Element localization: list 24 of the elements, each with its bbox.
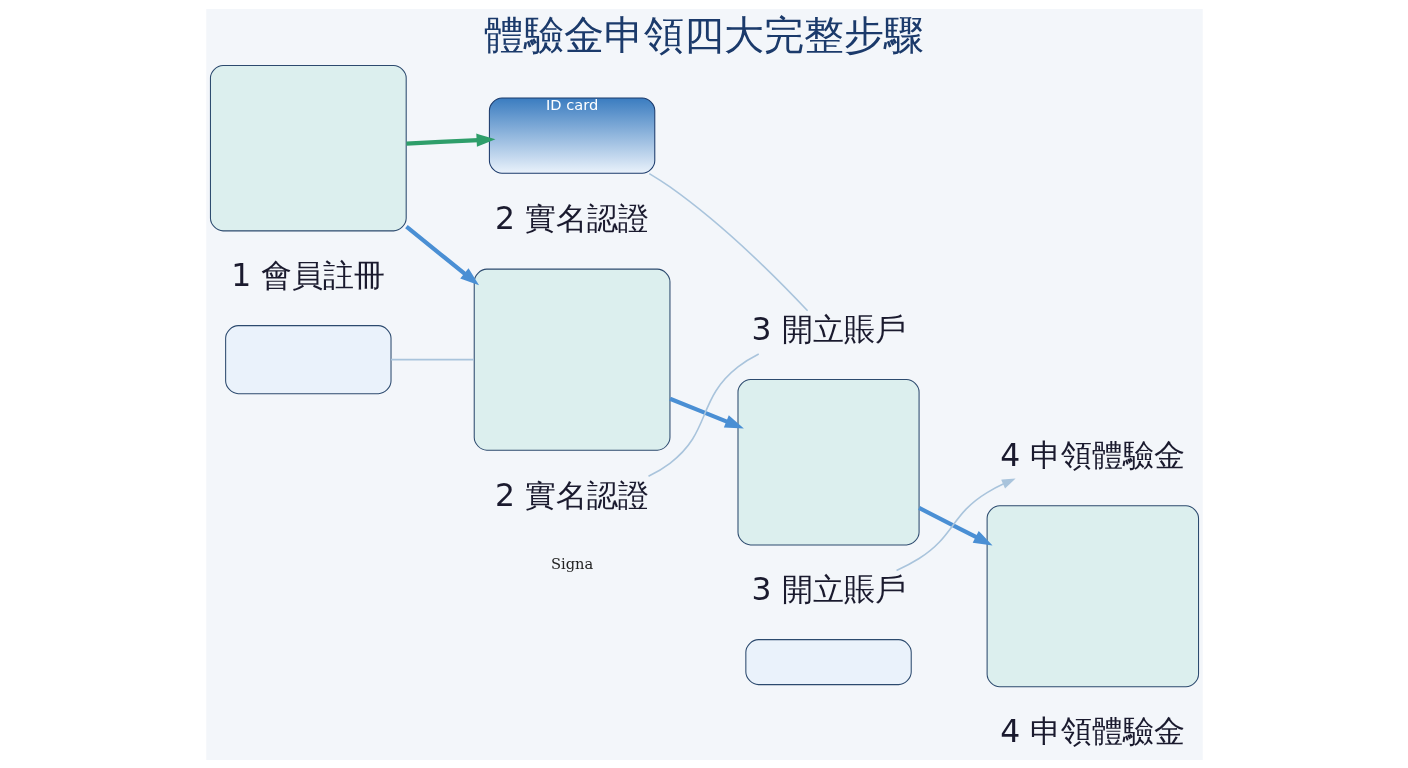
- node-text: 2 實名認證: [494, 476, 649, 513]
- arrow: [917, 505, 993, 545]
- node-text: 2 實名認證: [494, 199, 649, 236]
- node-box: [473, 268, 670, 451]
- connector: [647, 352, 760, 477]
- node-box: [209, 64, 407, 231]
- connector: [648, 172, 808, 312]
- node-text: 3 開立賬戶: [751, 310, 906, 347]
- node-text: 1 會員註冊: [230, 256, 385, 293]
- node-box: [986, 504, 1199, 687]
- arrow: [404, 224, 479, 285]
- node-box: [744, 638, 912, 685]
- node-text: 4 申領體驗金: [999, 712, 1185, 749]
- node-text: 3 開立賬戶: [751, 570, 906, 607]
- arrow: [895, 478, 1016, 571]
- node-box: [224, 324, 392, 394]
- diagram-title: 體驗金申領四大完整步驟: [484, 11, 924, 58]
- node-box: [736, 378, 920, 545]
- arrow: [668, 396, 744, 428]
- connector: [389, 358, 475, 360]
- arrow: [405, 133, 495, 147]
- node-box: ID card: [488, 96, 655, 174]
- label: Signa: [550, 554, 593, 572]
- node-text: 4 申領體驗金: [999, 436, 1185, 473]
